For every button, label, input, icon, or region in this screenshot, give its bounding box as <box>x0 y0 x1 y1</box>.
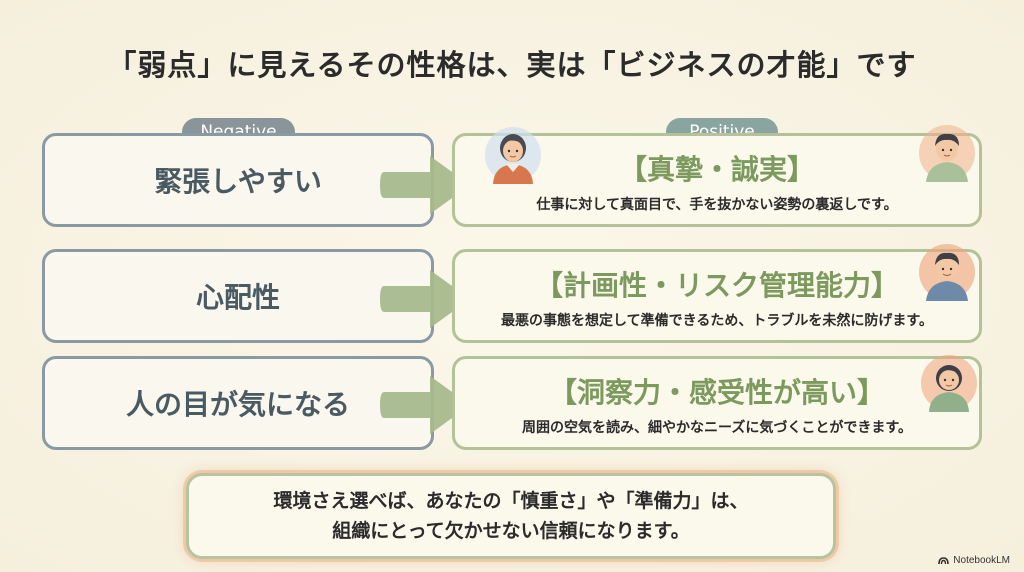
positive-title: 【真摯・誠実】 <box>618 153 815 186</box>
positive-description: 周囲の空気を読み、細やかなニーズに気づくことができます。 <box>522 420 912 436</box>
positive-card-2: 【計画性・リスク管理能力】 最悪の事態を想定して準備できるため、トラブルを未然に… <box>452 249 982 343</box>
notebooklm-logo-icon <box>938 557 950 565</box>
positive-card-3: 【洞察力・感受性が高い】 周囲の空気を読み、細やかなニーズに気づくことができます… <box>452 356 982 450</box>
conclusion-banner: 環境さえ選べば、あなたの「慎重さ」や「準備力」は、 組織にとって欠かせない信頼に… <box>186 473 836 559</box>
woman-avatar-icon <box>921 355 977 412</box>
positive-title: 【洞察力・感受性が高い】 <box>548 376 885 409</box>
positive-description: 仕事に対して真面目で、手を抜かない姿勢の裏返しです。 <box>536 197 898 213</box>
negative-text: 心配性 <box>195 281 280 314</box>
negative-card-3: 人の目が気になる <box>42 356 434 450</box>
brand-watermark: NotebookLM <box>938 555 1010 566</box>
banner-line-1: 環境さえ選べば、あなたの「慎重さ」や「準備力」は、 <box>273 490 749 512</box>
banner-line-2: 組織にとって欠かせない信頼になります。 <box>332 520 690 542</box>
positive-card-1: 【真摯・誠実】 仕事に対して真面目で、手を抜かない姿勢の裏返しです。 <box>452 133 982 227</box>
slide-title: 「弱点」に見えるその性格は、実は「ビジネスの才能」です <box>107 48 917 82</box>
woman-avatar-icon <box>485 127 541 184</box>
man-avatar-icon <box>919 244 975 301</box>
negative-card-1: 緊張しやすい <box>42 133 434 227</box>
arrow-right-icon <box>380 270 470 328</box>
man-avatar-icon <box>919 125 975 182</box>
positive-description: 最悪の事態を想定して準備できるため、トラブルを未然に防げます。 <box>501 313 933 329</box>
negative-text: 人の目が気になる <box>125 388 350 421</box>
positive-title: 【計画性・リスク管理能力】 <box>534 269 899 302</box>
arrow-right-icon <box>380 376 470 434</box>
arrow-right-icon <box>380 156 470 214</box>
brand-name: NotebookLM <box>953 555 1010 566</box>
negative-card-2: 心配性 <box>42 249 434 343</box>
negative-text: 緊張しやすい <box>154 165 322 198</box>
